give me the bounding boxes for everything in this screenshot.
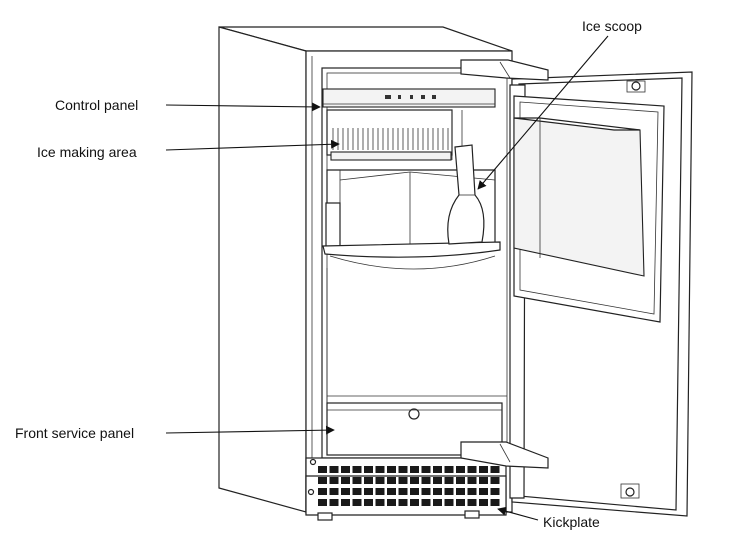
- grille-slot: [375, 466, 385, 473]
- ice-scoop-label: Ice scoop: [582, 18, 642, 34]
- grille-slot: [352, 477, 362, 484]
- grille-slot: [364, 488, 373, 495]
- grille-slot: [444, 477, 454, 484]
- grille-slot: [444, 466, 454, 473]
- front-service-panel-leader: [165, 425, 335, 435]
- grille-slot: [410, 488, 419, 495]
- grille-slot: [375, 488, 385, 495]
- grille-slot: [329, 477, 339, 484]
- grille-slot: [364, 499, 373, 506]
- grille-slot: [375, 499, 385, 506]
- grille-slot: [467, 488, 477, 495]
- grille-slot: [341, 466, 350, 473]
- grille-slot: [329, 466, 339, 473]
- grille-slot: [410, 499, 419, 506]
- kickplate-leader: [497, 506, 539, 521]
- grille-slot: [352, 499, 362, 506]
- grille-slot: [444, 499, 454, 506]
- grille-slot: [467, 466, 477, 473]
- grille-slot: [433, 466, 442, 473]
- grille-slot: [398, 488, 408, 495]
- ice-making-area-label: Ice making area: [37, 144, 137, 160]
- grille-slot: [410, 466, 419, 473]
- grille-slot: [479, 488, 488, 495]
- grille-slot: [329, 488, 339, 495]
- door-handle-bracket: [460, 59, 549, 469]
- grille-slot: [433, 499, 442, 506]
- grille-slot: [364, 477, 373, 484]
- grille-slot: [421, 477, 431, 484]
- grille-slot: [398, 477, 408, 484]
- grille-slot: [490, 488, 500, 495]
- grille-slot: [341, 477, 350, 484]
- grille-slot: [490, 466, 500, 473]
- ice-scoop-leader: [477, 35, 609, 190]
- grille-slot: [387, 477, 396, 484]
- grille-slot: [329, 499, 339, 506]
- grille-slot: [479, 477, 488, 484]
- grille-slot: [318, 488, 327, 495]
- grille-slot: [318, 466, 327, 473]
- grille-slot: [456, 477, 465, 484]
- kickplate: [305, 457, 507, 521]
- grille-slot: [456, 499, 465, 506]
- grille-slot: [375, 477, 385, 484]
- control-panel-leader: [165, 102, 321, 112]
- grille-slot: [479, 499, 488, 506]
- grille-slot: [341, 488, 350, 495]
- grille-slot: [456, 466, 465, 473]
- grille-slot: [479, 466, 488, 473]
- grille-slot: [421, 488, 431, 495]
- grille-slot: [318, 499, 327, 506]
- grille-slot: [433, 488, 442, 495]
- grille-slot: [467, 499, 477, 506]
- ice-scoop: [447, 144, 485, 245]
- grille-slot: [398, 499, 408, 506]
- grille-slot: [421, 466, 431, 473]
- door: [509, 71, 693, 517]
- grille-slot: [421, 499, 431, 506]
- grille-slot: [387, 499, 396, 506]
- grille-slot: [352, 466, 362, 473]
- grille-slot: [490, 499, 500, 506]
- front-service-panel-label: Front service panel: [15, 425, 135, 441]
- grille-slot: [364, 466, 373, 473]
- grille-slot: [341, 499, 350, 506]
- grille-slot: [490, 477, 500, 484]
- ice-making-area-leader: [165, 139, 340, 151]
- grille-slot: [456, 488, 465, 495]
- grille-slot: [398, 466, 408, 473]
- control-panel: [322, 88, 496, 108]
- grille-slot: [387, 488, 396, 495]
- grille-slot: [433, 477, 442, 484]
- grille-slot: [444, 488, 454, 495]
- grille-slot: [410, 477, 419, 484]
- grille-slot: [318, 477, 327, 484]
- grille-slot: [352, 488, 362, 495]
- kickplate-label: Kickplate: [543, 514, 600, 530]
- ice-making-area: [326, 109, 463, 161]
- grille-slot: [467, 477, 477, 484]
- control-panel-label: Control panel: [55, 97, 139, 113]
- grille-slot: [387, 466, 396, 473]
